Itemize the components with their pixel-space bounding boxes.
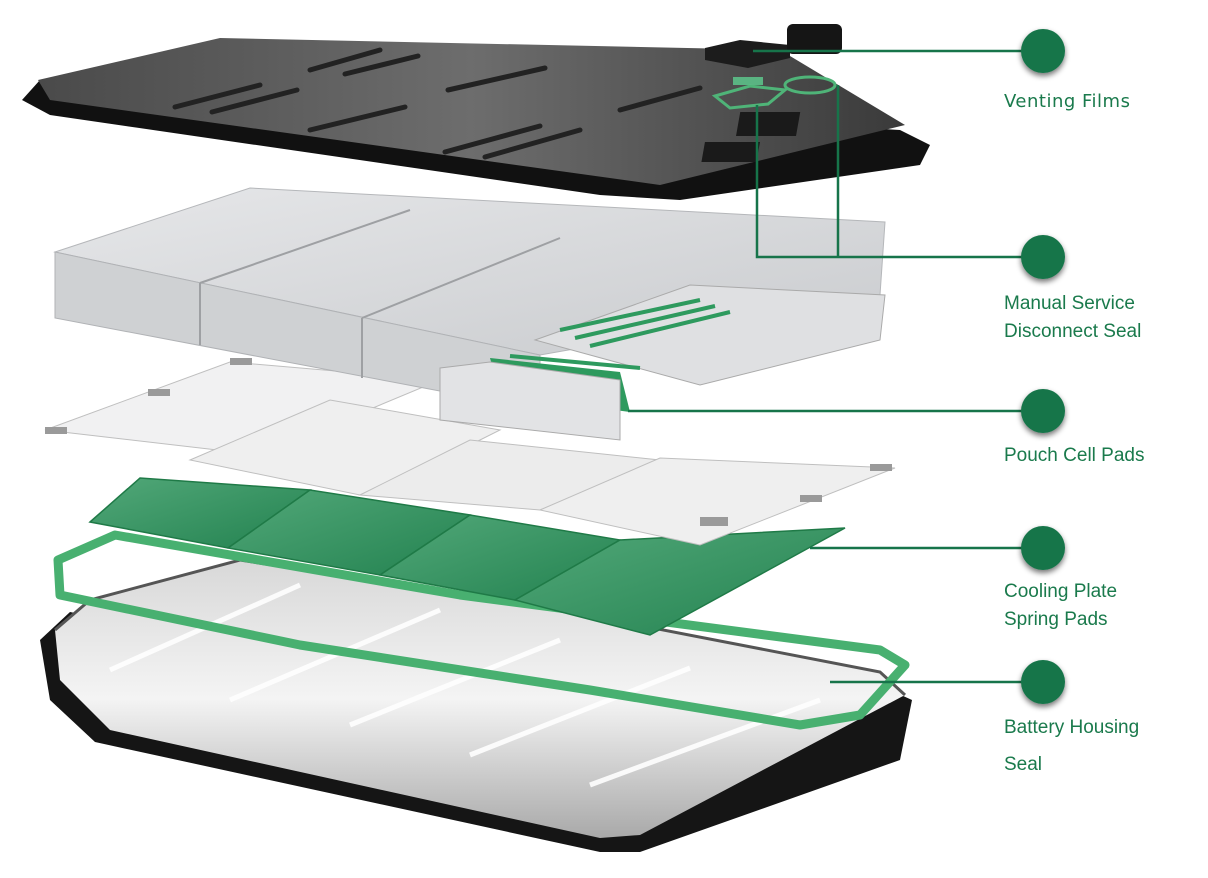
callout-dot-battery-housing-seal[interactable]	[1021, 660, 1065, 704]
callout-label-line: Battery Housing	[1004, 717, 1140, 738]
callout-dot-pouch-cell-pads[interactable]	[1021, 389, 1065, 433]
cooling-pad-4	[513, 527, 846, 636]
callout-label-line: Seal	[1004, 754, 1043, 775]
callout-label-cooling-plate-spring-pads: Cooling Plate Spring Pads	[1004, 578, 1117, 634]
top-cover	[22, 38, 930, 200]
vent-cap-large	[787, 24, 842, 54]
callout-label-line: Spring Pads	[1004, 609, 1108, 630]
callout-label-line: Manual Service	[1004, 293, 1135, 314]
module-stack	[53, 187, 886, 441]
venting-film-ring-1	[783, 75, 837, 95]
leader-line-manual-service-disconnect-seal-a	[755, 105, 1030, 259]
cell-sheet-row-front	[538, 457, 896, 546]
venting-components	[705, 24, 842, 110]
pouch-cell-end-plate	[439, 361, 621, 441]
callout-dot-venting-films[interactable]	[1021, 29, 1065, 73]
cell-sheet-row-mid	[188, 399, 502, 496]
callout-label-pouch-cell-pads: Pouch Cell Pads	[1004, 442, 1144, 470]
venting-film-ring-2	[711, 84, 789, 110]
leader-lines	[628, 49, 1030, 684]
housing-tray-floor	[55, 560, 905, 838]
callout-label-line: Venting Films	[1004, 91, 1131, 112]
callout-dot-cooling-plate-spring-pads[interactable]	[1021, 526, 1065, 570]
venting-film-patch	[733, 77, 763, 85]
callout-label-battery-housing-seal: Battery Housing Seal	[1004, 709, 1139, 783]
callout-label-line: Disconnect Seal	[1004, 321, 1142, 342]
top-cover-surface	[38, 38, 905, 185]
callout-label-manual-service-disconnect-seal: Manual Service Disconnect Seal	[1004, 290, 1141, 346]
vent-cap-small	[705, 40, 790, 68]
housing-tray	[40, 558, 912, 852]
callout-label-venting-films: Venting Films	[1004, 88, 1130, 116]
top-cover-ribs	[172, 47, 703, 160]
callout-dot-manual-service-disconnect-seal[interactable]	[1021, 235, 1065, 279]
callout-markers	[1021, 29, 1065, 704]
callout-label-line: Pouch Cell Pads	[1004, 445, 1145, 466]
pouch-cell-block	[439, 284, 886, 441]
cell-tabs	[45, 358, 892, 526]
top-cover-port-1	[736, 112, 801, 136]
cooling-plate-pads	[88, 477, 846, 636]
cell-sheet-layer	[44, 358, 896, 546]
housing-seal-gasket	[53, 530, 910, 730]
top-cover-port-2	[701, 142, 760, 162]
callout-label-line: Cooling Plate	[1004, 581, 1118, 602]
module-dividers	[199, 209, 561, 378]
